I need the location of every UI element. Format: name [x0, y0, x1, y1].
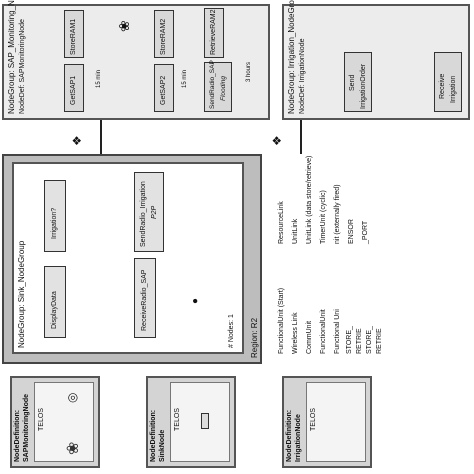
send-irrigation-order-unit[interactable]: Send IrrigationOrder [344, 52, 372, 112]
legend-retrieve2: RETRIE [376, 328, 383, 354]
get-sap1-unit[interactable]: GetSAP1 [64, 64, 84, 112]
legend-store2: STORE_ [366, 326, 373, 354]
nodedef-sap-platform: TELOS [38, 408, 45, 431]
timer-15min-a: 15 min [96, 69, 102, 88]
send-radio-p2p-label1: SendRadio_Irrigation [140, 181, 147, 247]
legend: FunctionalUnit (Start) Wireless Link Com… [270, 124, 470, 364]
sink-group-label: NodeGroup: Sink_NodeGroup [17, 240, 26, 348]
get-sap1-label: GetSAP1 [70, 75, 77, 105]
nodedef-sink-platform: TELOS [174, 408, 181, 431]
irr-nodedef: NodeDef: IrrigationNode [299, 38, 306, 115]
legend-resource-link: ResourceLink [278, 201, 285, 244]
radio-dot-icon: ◎ [65, 392, 79, 403]
nodedef-sink-body: TELOS [170, 382, 230, 462]
retrieve-ram2-unit[interactable]: RetrieveRAM2 [204, 8, 224, 58]
sink-nodes-count: # Nodes: 1 [228, 314, 235, 348]
nodedef-irr-title1: NodeDefinition: [286, 409, 293, 462]
get-sap2-label: GetSAP2 [160, 75, 167, 105]
nodedef-sink-title1: NodeDefinition: [150, 409, 157, 462]
nodedef-sink-title2: SinkNode [159, 429, 166, 462]
legend-functional-unit-top: Functional Uni [334, 309, 341, 354]
receive-irrigation-unit[interactable]: Receive Irrigation [434, 52, 462, 112]
store-ram1-unit[interactable]: StoreRAM1 [64, 10, 84, 58]
sap-group-label: NodeGroup: SAP_Monitoring_NodeGroup [7, 0, 16, 114]
retrieve-ram2-label: RetrieveRAM2 [210, 9, 217, 55]
store-ram2-label: StoreRAM2 [160, 18, 167, 55]
send-radio-p2p-unit[interactable]: SendRadio_Irrigation P2P [134, 172, 164, 252]
irr-group-label: NodeGroup: Irrigation_NodeGroup [287, 0, 296, 114]
nodedef-sap-title1: NodeDefinition: [14, 409, 21, 462]
send-order-label1: Send [349, 74, 356, 91]
store-ram1-label: StoreRAM1 [70, 18, 77, 55]
nodedef-sap-panel: NodeDefinition: SAPMonitoringNode TELOS … [10, 376, 100, 468]
legend-functional-unit: FunctionalUnit [320, 309, 327, 354]
store-ram2-unit[interactable]: StoreRAM2 [154, 10, 174, 58]
sap-nodedef: NodeDef: SAPMonitoringNode [19, 19, 26, 114]
region-label: Region: R2 [250, 317, 259, 358]
legend-retrieve1: RETRIE [356, 328, 363, 354]
wireless-icon-upper: ❖ [70, 135, 84, 146]
receive-label2: Irrigation [450, 75, 457, 103]
irrigation-decision-label: Irrigation? [51, 207, 58, 239]
timer-15min-b: 15 min [182, 69, 188, 88]
display-data-label: DisplayData [51, 291, 58, 329]
get-sap2-unit[interactable]: GetSAP2 [154, 64, 174, 112]
legend-comm-unit: CommUnit [306, 320, 313, 354]
send-radio-sap-label2: Flooding [220, 76, 227, 101]
nodedef-irr-title2: IrrigationNode [295, 414, 302, 462]
nodedef-irr-platform: TELOS [310, 408, 317, 431]
nodedef-sap-body: TELOS ❀ ◎ [34, 382, 94, 462]
nodedef-irrigation-panel: NodeDefinition: IrrigationNode TELOS [282, 376, 372, 468]
legend-unit-link-data: UnitLink (data store/retrieve) [306, 155, 313, 244]
send-order-label2: IrrigationOrder [360, 63, 367, 109]
receive-radio-label: ReceiveRadio_SAP [141, 269, 148, 331]
send-radio-p2p-label2: P2P [151, 205, 158, 219]
legend-unit-link: UnitLink [292, 218, 299, 244]
legend-unit-external: nit (externally fired) [334, 184, 341, 244]
receive-radio-unit[interactable]: ReceiveRadio_SAP [134, 258, 156, 338]
legend-wireless-link: Wireless Link [292, 312, 299, 354]
send-radio-sap-label1: SendRadio_SAP [209, 60, 216, 109]
start-dot-icon: ● [190, 297, 201, 304]
legend-timer-cyclic: TimerUnit (cyclic) [320, 190, 327, 244]
legend-sensor: ENSOR [348, 219, 355, 244]
link-line-upper [100, 120, 102, 154]
sap-monitoring-group: NodeGroup: SAP_Monitoring_NodeGroup Node… [2, 0, 270, 120]
irrigation-group: NodeGroup: Irrigation_NodeGroup NodeDef:… [282, 0, 470, 120]
receive-label1: Receive [439, 73, 446, 99]
send-radio-sap-unit[interactable]: SendRadio_SAP Flooding [204, 60, 232, 112]
irrigation-decision-unit[interactable]: Irrigation? [44, 180, 66, 252]
region-r2: Region: R2 NodeGroup: Sink_NodeGroup # N… [2, 154, 262, 364]
usb-port-icon [201, 413, 209, 429]
nodedef-sink-panel: NodeDefinition: SinkNode TELOS [146, 376, 236, 468]
legend-functional-unit-start: FunctionalUnit (Start) [278, 287, 285, 354]
nodedef-sap-title2: SAPMonitoringNode [23, 393, 30, 462]
legend-port: _PORT [362, 220, 369, 244]
tree-sensor-icon-sap: ❀ [116, 20, 132, 32]
timer-3h: 3 hours [246, 61, 252, 82]
nodedef-irr-body: TELOS [306, 382, 366, 462]
display-data-unit[interactable]: DisplayData [44, 266, 66, 338]
legend-store: STORE_ [346, 326, 353, 354]
sink-group: NodeGroup: Sink_NodeGroup # Nodes: 1 Dis… [12, 162, 244, 354]
tree-sensor-icon: ❀ [65, 441, 82, 455]
